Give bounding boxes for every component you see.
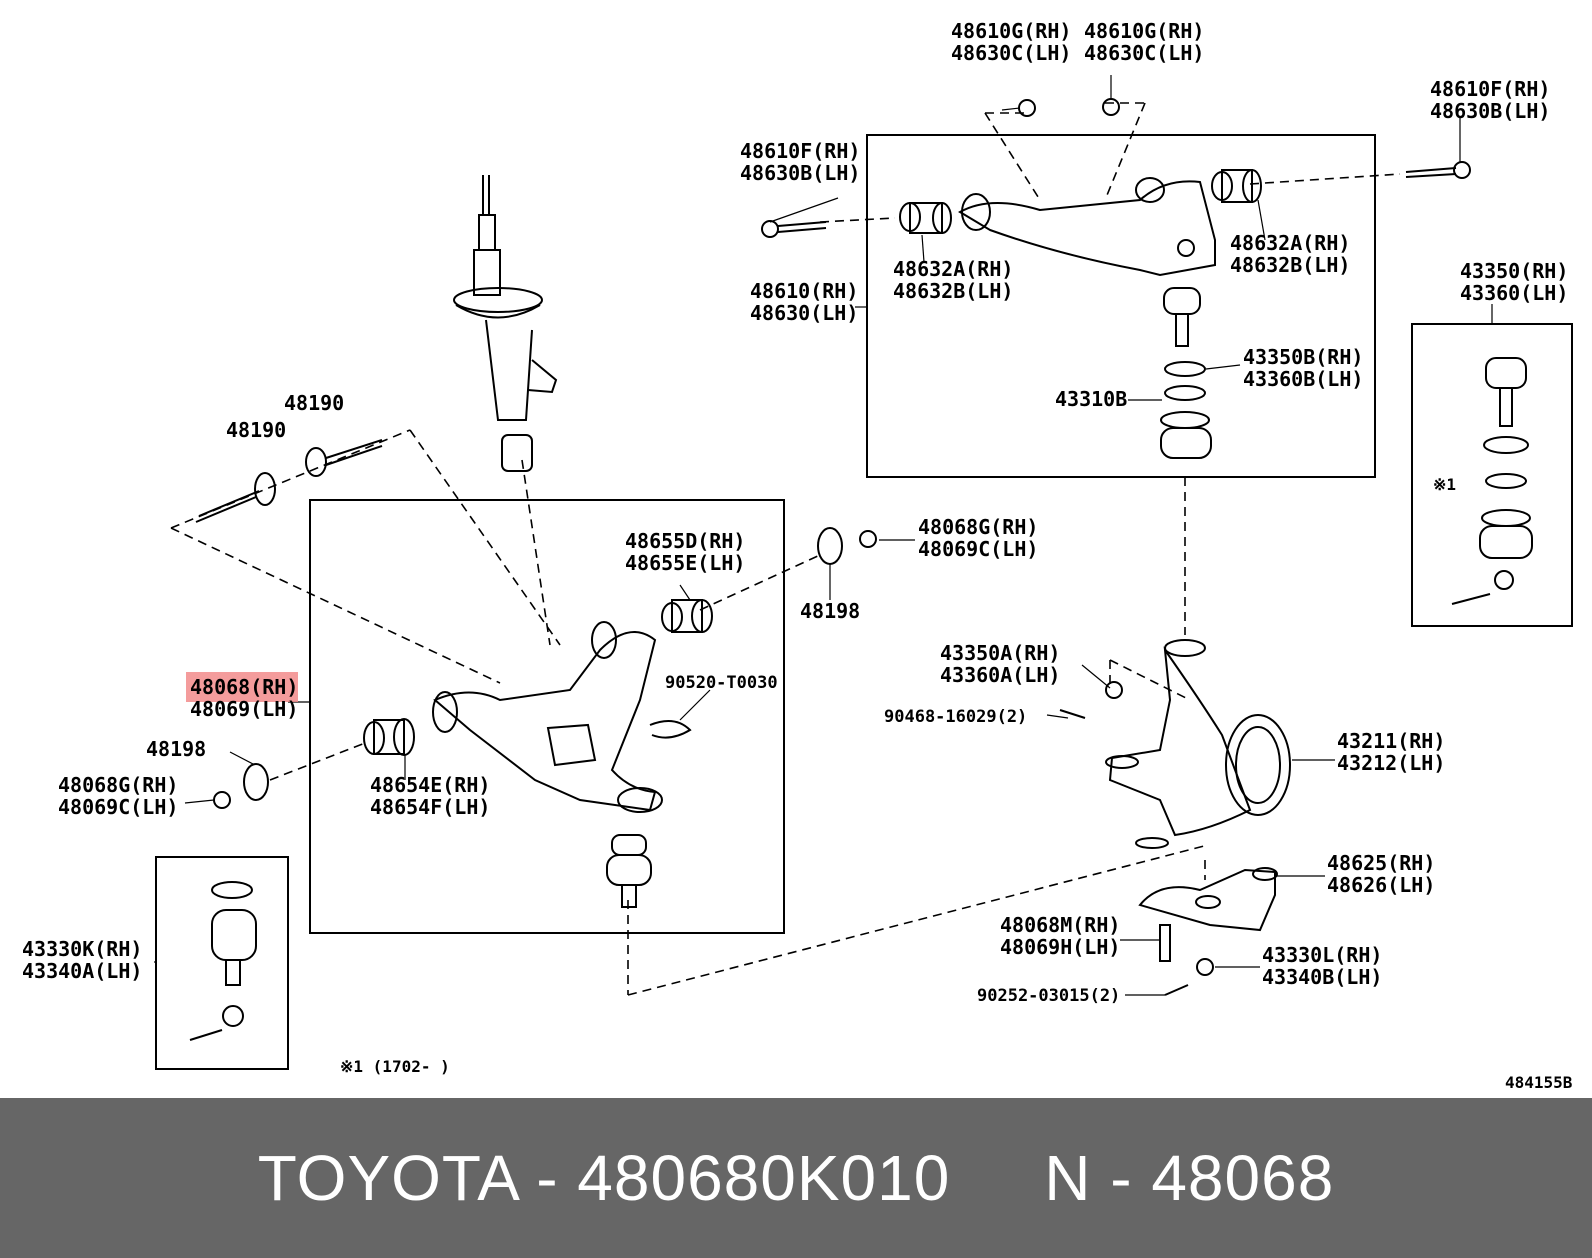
- label-upper-bush-right-1: 48632A(RH): [1230, 231, 1350, 255]
- label-upper-bush-left-2: 48632B(LH): [893, 279, 1013, 303]
- label-arm-nut-2: 43340B(LH): [1262, 965, 1382, 989]
- label-cotter-pin: 90252-03015(2): [977, 986, 1120, 1006]
- lower-ball-joint-set: [189, 881, 257, 1041]
- label-lower-nut-right-2: 48069C(LH): [918, 537, 1038, 561]
- upper-bush-left: [899, 202, 952, 234]
- label-cam-plate-left: 48198: [146, 737, 206, 761]
- label-cam-bolt-2: 48190: [226, 418, 286, 442]
- upper-bolt-right: [1405, 161, 1471, 179]
- label-figure-code: 484155B: [1505, 1073, 1573, 1092]
- label-upper-bush-right-2: 48632B(LH): [1230, 253, 1350, 277]
- label-arm-nut-1: 43330L(RH): [1262, 943, 1382, 967]
- label-knuckle-nut-2: 43360A(LH): [940, 663, 1060, 687]
- nut-left: [213, 791, 231, 809]
- highlight-box: [186, 672, 298, 702]
- label-upper-nut-left-1: 48610G(RH): [951, 19, 1071, 43]
- label-kit-note: ※1: [1433, 475, 1456, 494]
- label-lower-bush-front-2: 48654F(LH): [370, 795, 490, 819]
- label-lower-bush-rear-1: 48655D(RH): [625, 529, 745, 553]
- label-knuckle-1: 43211(RH): [1337, 729, 1445, 753]
- label-lower-ball-joint-set-1: 43330K(RH): [22, 937, 142, 961]
- lower-ball-joint: [606, 834, 652, 908]
- cam-bolt-left: [195, 472, 276, 523]
- lower-ball-joint-box: [155, 856, 289, 1070]
- label-lower-arm-1: 48068(RH): [190, 675, 298, 699]
- label-footnote: ※1 (1702- ): [340, 1057, 450, 1076]
- upper-ball-joint: [1160, 287, 1212, 459]
- nut-right: [859, 530, 877, 548]
- label-snap-ring: 90520-T0030: [665, 673, 778, 693]
- footer-part-info: TOYOTA - 480680K010 N - 48068: [257, 1142, 1335, 1214]
- label-knuckle-2: 43212(LH): [1337, 751, 1445, 775]
- label-lower-nut-left-1: 48068G(RH): [58, 773, 178, 797]
- label-upper-snap-ring-1: 43350B(RH): [1243, 345, 1363, 369]
- upper-nut-right: [1102, 98, 1120, 116]
- label-upper-bolt-right-1: 48610F(RH): [1430, 77, 1550, 101]
- label-upper-arm-1: 48610(RH): [750, 279, 858, 303]
- footer-bar: TOYOTA - 480680K010 N - 48068: [0, 1098, 1592, 1258]
- snap-ring: [649, 720, 692, 739]
- label-upper-bolt-left-1: 48610F(RH): [740, 139, 860, 163]
- upper-bolt-left: [761, 220, 827, 238]
- cam-plate-right: [817, 527, 843, 565]
- label-knuckle-pin: 90468-16029(2): [884, 707, 1027, 727]
- lower-bush-front: [363, 718, 415, 756]
- label-knuckle-arm-2: 48626(LH): [1327, 873, 1435, 897]
- label-upper-nut-right-2: 48630C(LH): [1084, 41, 1204, 65]
- label-lower-bush-front-1: 48654E(RH): [370, 773, 490, 797]
- label-lower-arm-2: 48069(LH): [190, 697, 298, 721]
- upper-arm-group-box: [866, 134, 1376, 478]
- label-arm-bolt-2: 48069H(LH): [1000, 935, 1120, 959]
- label-knuckle-arm-1: 48625(RH): [1327, 851, 1435, 875]
- label-lower-ball-joint-set-2: 43340A(LH): [22, 959, 142, 983]
- label-cam-plate-right: 48198: [800, 599, 860, 623]
- label-knuckle-nut-1: 43350A(RH): [940, 641, 1060, 665]
- shock-absorber: [453, 175, 558, 472]
- label-lower-nut-right-1: 48068G(RH): [918, 515, 1038, 539]
- label-upper-bush-left-1: 48632A(RH): [893, 257, 1013, 281]
- label-arm-bolt-1: 48068M(RH): [1000, 913, 1120, 937]
- label-kit-2: 43360(LH): [1460, 281, 1568, 305]
- label-kit-1: 43350(RH): [1460, 259, 1568, 283]
- label-lower-nut-left-2: 48069C(LH): [58, 795, 178, 819]
- ball-joint-kit: [1451, 357, 1533, 605]
- steering-knuckle: [1059, 639, 1291, 849]
- lower-bush-rear: [661, 599, 713, 633]
- label-upper-snap-ring-2: 43360B(LH): [1243, 367, 1363, 391]
- parts-diagram: 48610G(RH) 48630C(LH) 48610G(RH) 48630C(…: [22, 19, 1573, 1092]
- upper-bush-right: [1211, 169, 1262, 203]
- lower-arm-group-box: [309, 499, 785, 934]
- label-upper-bolt-right-2: 48630B(LH): [1430, 99, 1550, 123]
- label-lower-bush-rear-2: 48655E(LH): [625, 551, 745, 575]
- label-upper-arm-2: 48630(LH): [750, 301, 858, 325]
- upper-control-arm: [958, 177, 1216, 277]
- upper-nut-left: [1018, 99, 1036, 117]
- label-upper-ring: 43310B: [1055, 387, 1127, 411]
- label-upper-bolt-left-2: 48630B(LH): [740, 161, 860, 185]
- cam-bolt-upper: [305, 439, 383, 477]
- label-upper-nut-left-2: 48630C(LH): [951, 41, 1071, 65]
- label-cam-bolt-1: 48190: [284, 391, 344, 415]
- label-upper-nut-right-1: 48610G(RH): [1084, 19, 1204, 43]
- lower-control-arm: [432, 621, 663, 813]
- knuckle-arm: [1138, 867, 1278, 996]
- cam-plate-left: [243, 763, 269, 801]
